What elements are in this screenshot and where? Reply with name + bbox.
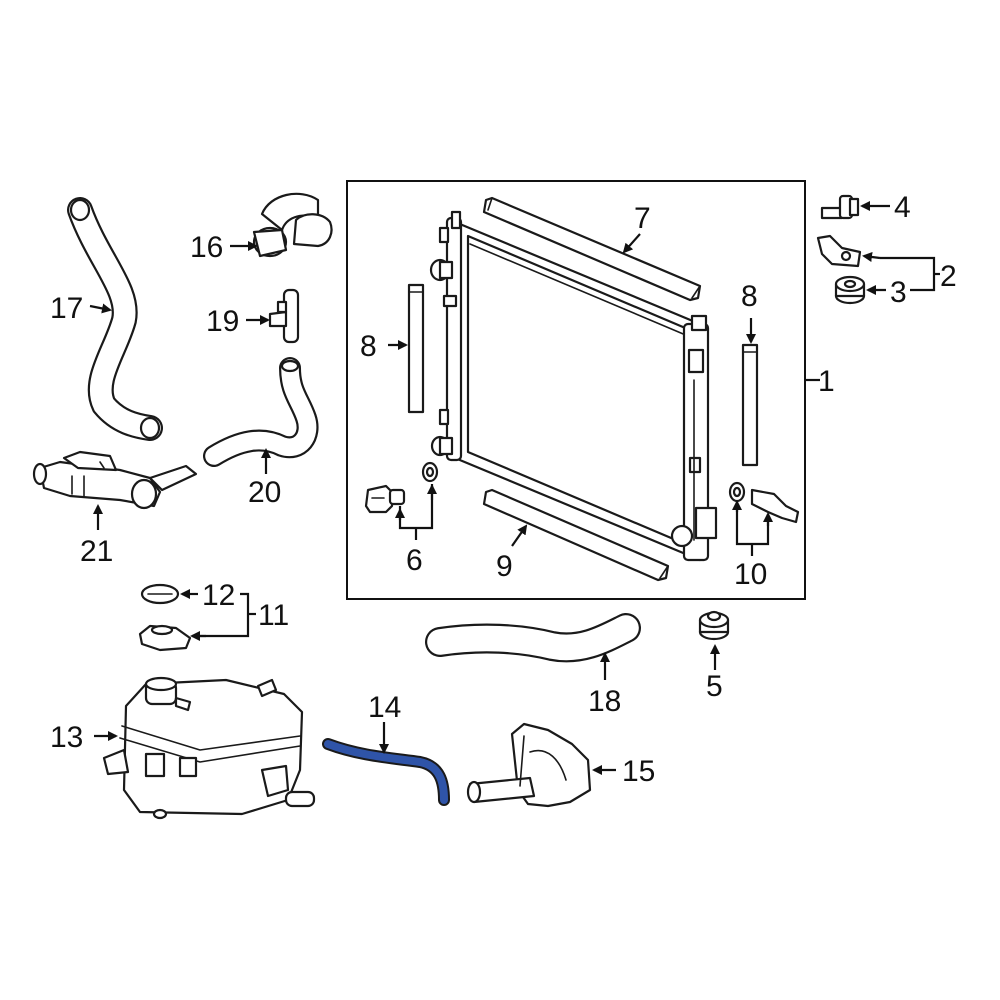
radiator-assembly-box — [346, 180, 806, 600]
callout-21: 21 — [80, 535, 113, 568]
callout-17: 17 — [50, 292, 83, 325]
callout-13: 13 — [50, 721, 83, 754]
sensor-part-10[interactable] — [728, 481, 800, 524]
reservoir-cap-part-11[interactable] — [138, 624, 192, 652]
hose-part-18[interactable] — [425, 613, 641, 663]
thermostat-housing-part-21[interactable] — [32, 450, 198, 510]
callout-10: 10 — [734, 558, 767, 591]
callout-labels: 1 2 3 4 5 6 7 8 8 9 10 11 12 13 14 15 16… — [50, 191, 957, 788]
bracket-part-2[interactable] — [816, 234, 862, 268]
callout-19: 19 — [206, 305, 239, 338]
callout-14: 14 — [368, 691, 401, 724]
callout-20: 20 — [248, 476, 281, 509]
leader-lines — [89, 201, 940, 775]
outlet-pipe-part-16[interactable] — [252, 192, 333, 258]
upper-seal-part-7[interactable] — [482, 196, 702, 302]
coolant-reservoir-part-13[interactable] — [102, 676, 316, 820]
lower-seal-part-9[interactable] — [482, 488, 670, 582]
callout-4: 4 — [894, 191, 911, 224]
bolt-part-4[interactable] — [820, 194, 860, 220]
drain-plug-part-6[interactable] — [364, 461, 439, 514]
hose-part-17[interactable] — [67, 197, 163, 441]
callout-15: 15 — [622, 755, 655, 788]
side-seal-left-part-8[interactable] — [407, 283, 425, 414]
callout-6: 6 — [406, 544, 423, 577]
grommet-part-5[interactable] — [698, 610, 730, 641]
side-seal-right-part-8[interactable] — [741, 343, 759, 467]
hose-part-20[interactable] — [203, 357, 319, 467]
callout-8-left: 8 — [360, 330, 377, 363]
callout-8-right: 8 — [741, 280, 758, 313]
hose-part-14-highlighted[interactable] — [322, 738, 450, 806]
water-outlet-part-15[interactable] — [466, 722, 592, 808]
cap-gasket-part-12[interactable] — [140, 583, 180, 605]
callout-2: 2 — [940, 260, 957, 293]
callout-18: 18 — [588, 685, 621, 718]
callout-1: 1 — [818, 365, 835, 398]
radiator-part-1[interactable] — [429, 210, 718, 562]
clip-part-19[interactable] — [268, 288, 300, 344]
callout-9: 9 — [496, 550, 513, 583]
callout-11: 11 — [258, 599, 289, 632]
callout-5: 5 — [706, 670, 723, 703]
callout-7: 7 — [634, 202, 651, 235]
callout-3: 3 — [890, 276, 907, 309]
grommet-part-3[interactable] — [834, 275, 866, 305]
callout-16: 16 — [190, 231, 223, 264]
callout-12: 12 — [202, 579, 235, 612]
